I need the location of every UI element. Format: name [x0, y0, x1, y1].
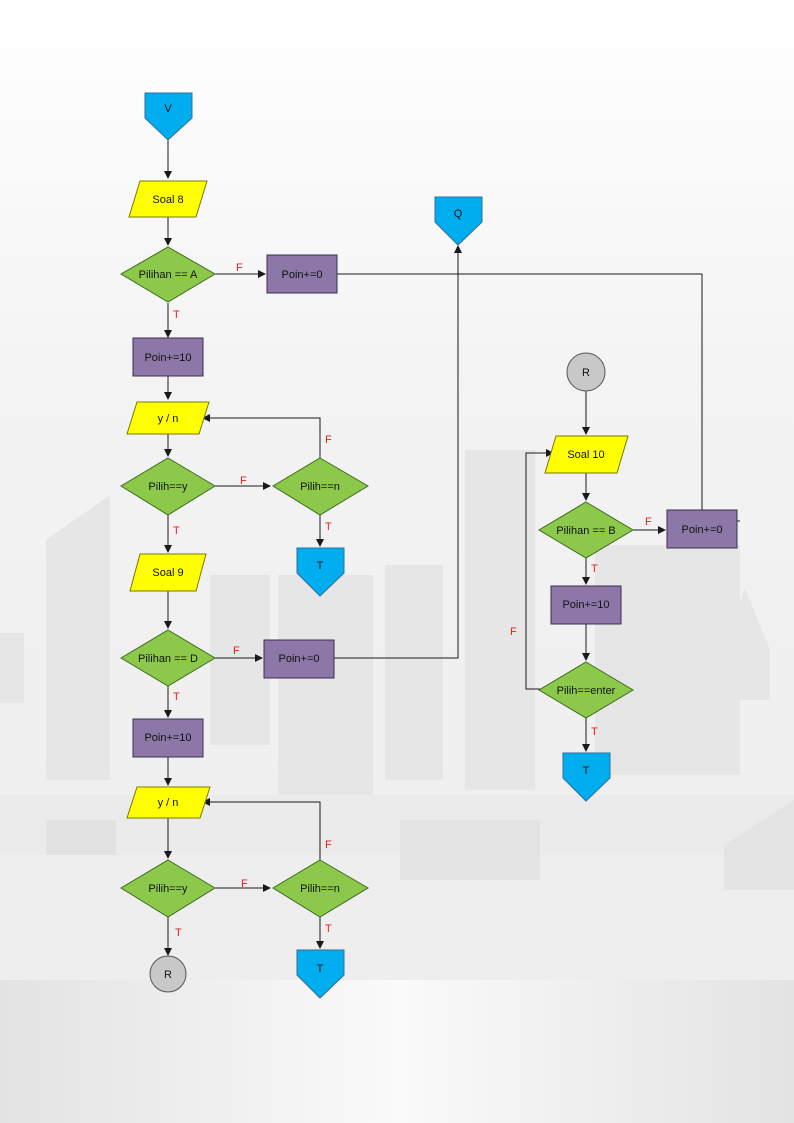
connector-r-2: [566, 352, 606, 392]
edge-label-enter-true: T: [591, 726, 598, 738]
edge-label-n2-true: T: [325, 923, 332, 935]
offpage-connector-q-label: Q: [454, 208, 463, 220]
process-poin10-d: [132, 718, 204, 758]
decision-pilih-y-1: [120, 457, 216, 516]
decision-pilihan-d-label: Pilihan == D: [138, 653, 198, 665]
offpage-connector-t-1: [296, 547, 345, 597]
decision-pilih-y-2: [120, 859, 216, 918]
decision-pilih-n-1-label: Pilih==n: [300, 481, 340, 493]
process-poin0-b-label: Poin+=0: [682, 524, 723, 536]
process-poin10-d-label: Poin+=10: [144, 732, 191, 744]
decision-pilih-n-2-label: Pilih==n: [300, 883, 340, 895]
io-soal10: [544, 435, 629, 474]
io-soal8-label: Soal 8: [152, 194, 183, 206]
io-yn-1: [126, 401, 210, 435]
edge-label-b-true: T: [591, 563, 598, 575]
edge-label-a-false: F: [236, 262, 243, 274]
connector-r-2-label: R: [582, 367, 590, 379]
process-poin0-d: [263, 639, 335, 679]
offpage-connector-t-2: [296, 949, 345, 999]
process-poin10-b: [550, 585, 622, 625]
edge-label-y1-true: T: [173, 525, 180, 537]
decision-pilihan-d: [120, 629, 216, 687]
edge-label-n2-false: F: [325, 839, 332, 851]
decision-pilihan-a: [120, 246, 216, 303]
decision-pilihan-a-label: Pilihan == A: [139, 269, 198, 281]
io-soal9-label: Soal 9: [152, 567, 183, 579]
io-yn-2-label: y / n: [158, 797, 179, 809]
edge-label-d-true: T: [173, 691, 180, 703]
io-soal10-label: Soal 10: [567, 449, 604, 461]
edge-pilihn2-loop: [202, 798, 321, 860]
edge-label-y2-false: F: [241, 878, 248, 890]
floor-band: [0, 980, 794, 1123]
offpage-connector-v-label: V: [164, 103, 172, 115]
edge-label-n1-true: T: [325, 521, 332, 533]
connector-r-1-label: R: [164, 969, 172, 981]
decision-pilih-y-1-label: Pilih==y: [148, 481, 188, 493]
process-poin10-a: [132, 337, 204, 377]
nodes: V Soal 8 Pilihan == A Poin+=0 Poin+=10 y…: [120, 92, 738, 999]
decision-pilih-n-1: [272, 457, 369, 516]
edge-pilihn1-loop: [202, 414, 321, 458]
io-yn-1-label: y / n: [158, 413, 179, 425]
offpage-connector-q: [434, 196, 483, 246]
decision-pilih-enter: [538, 661, 634, 719]
decision-pilih-y-2-label: Pilih==y: [148, 883, 188, 895]
offpage-connector-t-3-label: T: [583, 765, 590, 777]
edge-labels: F T F T F T F T F T F T F T F T: [173, 262, 652, 939]
process-poin0-a: [266, 254, 338, 294]
io-soal8: [128, 180, 208, 218]
edge-label-b-false: F: [645, 516, 652, 528]
edge-label-y2-true: T: [175, 927, 182, 939]
offpage-connector-v: [144, 92, 193, 141]
io-yn-2: [126, 786, 211, 819]
edge-label-n1-false: F: [325, 434, 332, 446]
connector-r-1: [149, 955, 187, 993]
decision-pilih-n-2: [272, 859, 369, 918]
edge-enter-loop: [525, 449, 554, 690]
decision-pilih-enter-label: Pilih==enter: [557, 685, 616, 697]
process-poin10-b-label: Poin+=10: [562, 599, 609, 611]
offpage-connector-t-3: [562, 752, 611, 802]
process-poin10-a-label: Poin+=10: [144, 352, 191, 364]
offpage-connector-t-2-label: T: [317, 963, 324, 975]
decision-pilihan-b-label: Pilihan == B: [556, 525, 615, 537]
io-soal9: [129, 553, 207, 592]
decision-pilihan-b: [538, 501, 634, 559]
edge-label-d-false: F: [233, 645, 240, 657]
process-poin0-d-label: Poin+=0: [279, 653, 320, 665]
process-poin0-b: [666, 509, 738, 549]
city-skyline-watermark: [0, 450, 794, 890]
edge-label-y1-false: F: [240, 475, 247, 487]
process-poin0-a-label: Poin+=0: [282, 269, 323, 281]
edge-procD-to-q: [334, 245, 462, 659]
offpage-connector-t-1-label: T: [317, 560, 324, 572]
edge-label-a-true: T: [173, 309, 180, 321]
edge-label-enter-false: F: [510, 626, 517, 638]
